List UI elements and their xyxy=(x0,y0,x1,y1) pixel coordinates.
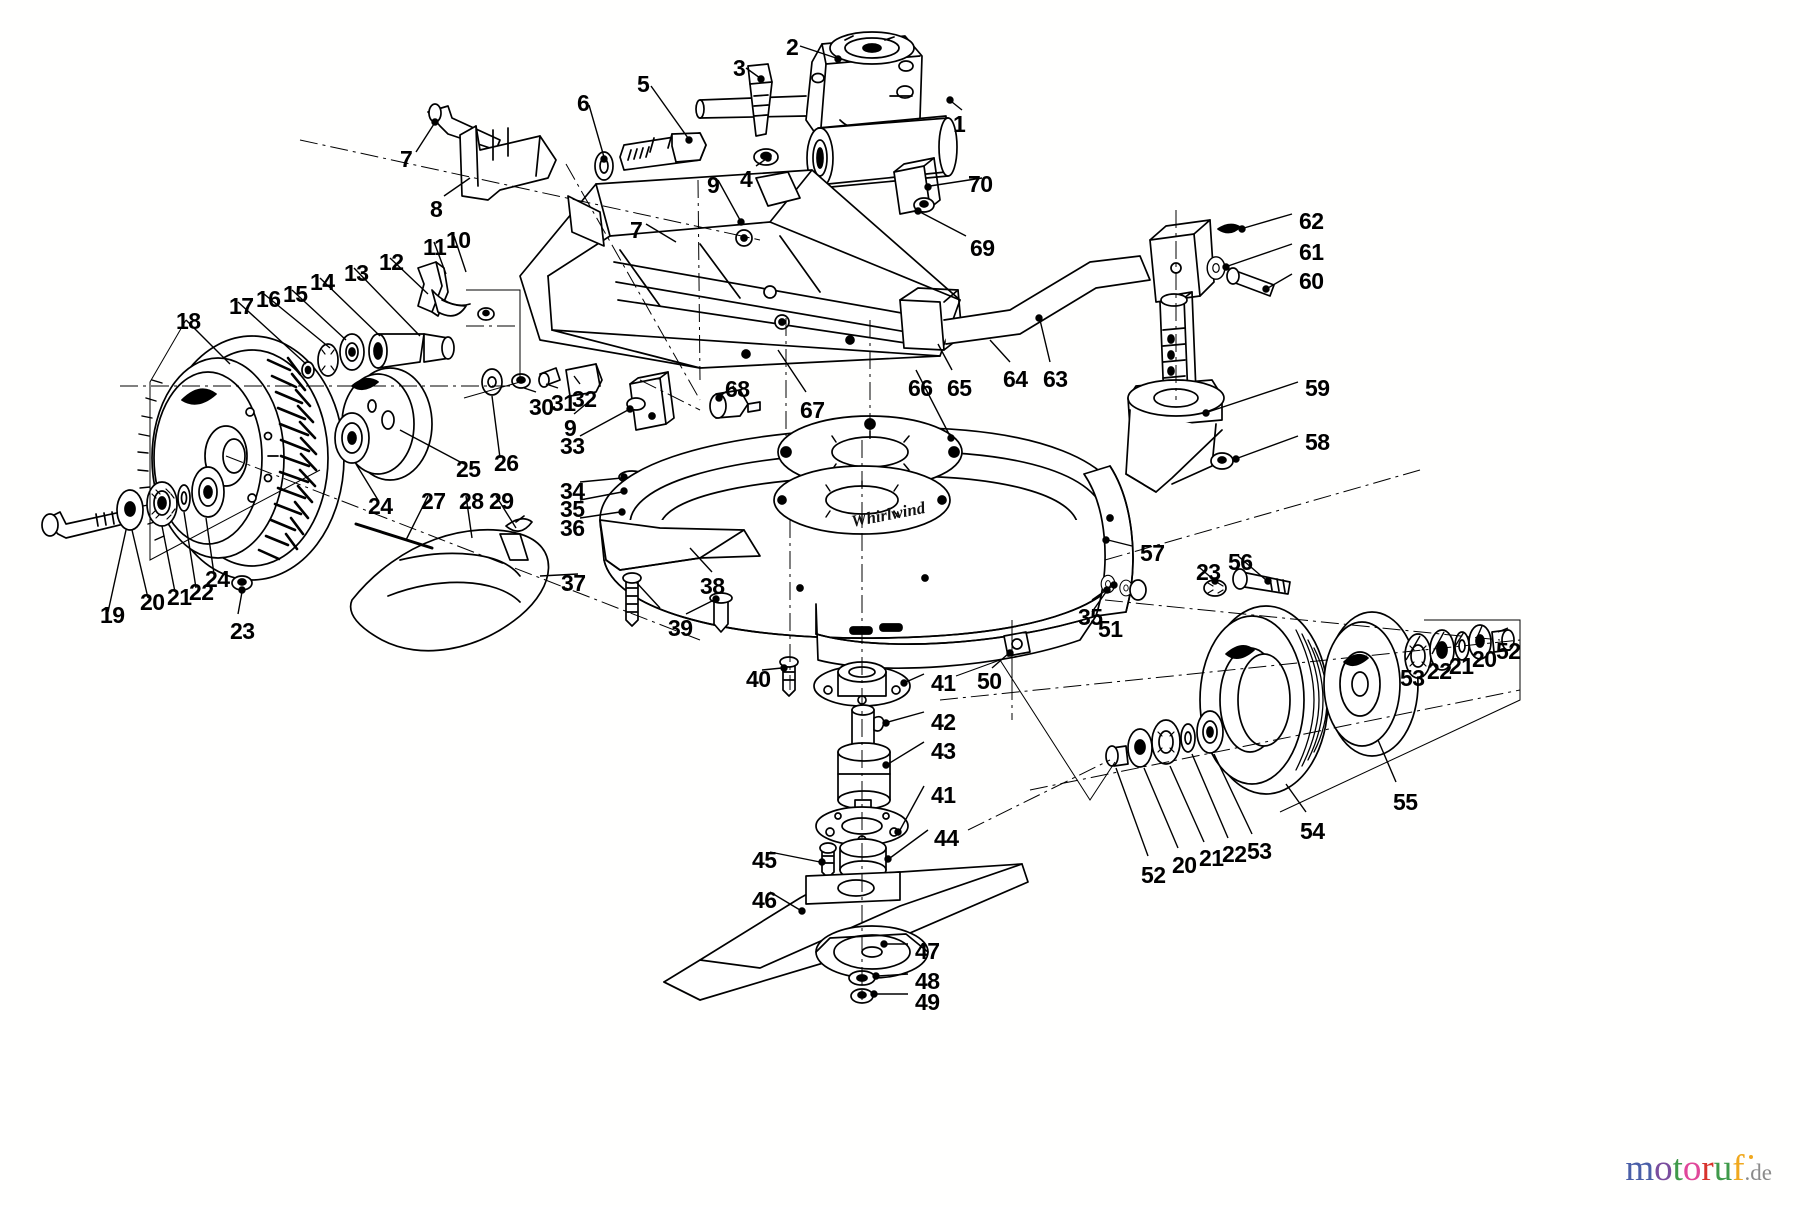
watermark-letter-o1: o xyxy=(1654,1148,1673,1189)
callout-6: 6 xyxy=(577,90,590,116)
callout-38: 38 xyxy=(700,573,725,599)
callout-70: 70 xyxy=(968,171,993,197)
callout-52-lower: 52 xyxy=(1141,862,1166,888)
callout-20-right-upper: 20 xyxy=(1472,646,1497,672)
callout-35: 35 xyxy=(560,496,585,522)
watermark-letter-u: u xyxy=(1713,1148,1733,1189)
callout-59: 59 xyxy=(1305,375,1330,401)
watermark-dot-icon xyxy=(1749,1155,1753,1159)
callout-54: 54 xyxy=(1300,818,1325,844)
callout-24-wheel: 24 xyxy=(205,566,230,592)
callout-47: 47 xyxy=(915,938,940,964)
callout-33: 33 xyxy=(560,433,585,459)
callout-9: 9 xyxy=(707,172,720,198)
callout-58: 58 xyxy=(1305,429,1330,455)
callout-22-right-upper: 22 xyxy=(1427,658,1452,684)
callout-53-lower: 53 xyxy=(1247,838,1272,864)
callout-44: 44 xyxy=(934,825,959,851)
callout-45: 45 xyxy=(752,847,777,873)
callout-69: 69 xyxy=(970,235,995,261)
watermark-letter-t: t xyxy=(1672,1148,1683,1189)
callout-20: 20 xyxy=(140,589,165,615)
callout-7: 7 xyxy=(400,146,413,172)
callout-52: 52 xyxy=(1496,638,1521,664)
callout-24: 24 xyxy=(368,493,393,519)
callout-13: 13 xyxy=(344,260,369,286)
callout-23: 23 xyxy=(230,618,255,644)
callout-64: 64 xyxy=(1003,366,1028,392)
callout-39: 39 xyxy=(668,615,693,641)
callout-48: 48 xyxy=(915,968,940,994)
callout-41-lower: 41 xyxy=(931,782,956,808)
callout-16: 16 xyxy=(256,286,281,312)
callout-34: 34 xyxy=(560,478,585,504)
callout-15: 15 xyxy=(283,281,308,307)
callout-11: 11 xyxy=(423,234,447,260)
callout-43: 43 xyxy=(931,738,956,764)
watermark-motoruf: motoruf.de xyxy=(1625,1150,1772,1187)
callout-31: 31 xyxy=(551,390,576,416)
callout-17: 17 xyxy=(229,293,254,319)
callout-22: 22 xyxy=(189,579,214,605)
callout-26: 26 xyxy=(494,450,519,476)
callout-19: 19 xyxy=(100,602,125,628)
callout-46: 46 xyxy=(752,887,777,913)
callout-35-deck: 35 xyxy=(1078,604,1103,630)
callout-32: 32 xyxy=(572,386,597,412)
callout-21-right-lower: 21 xyxy=(1199,845,1224,871)
callout-60: 60 xyxy=(1299,268,1324,294)
watermark-letter-o2: o xyxy=(1682,1148,1702,1189)
watermark-letter-m: m xyxy=(1625,1148,1655,1189)
callout-22-right-lower: 22 xyxy=(1222,841,1247,867)
callout-20-right-lower: 20 xyxy=(1172,852,1197,878)
callout-21-right-upper: 21 xyxy=(1449,653,1474,679)
callout-50: 50 xyxy=(977,668,1002,694)
callout-51: 51 xyxy=(1098,616,1123,642)
callout-10: 10 xyxy=(446,227,471,253)
callout-28: 28 xyxy=(459,488,484,514)
callout-4: 4 xyxy=(740,166,753,192)
callout-23-deck: 23 xyxy=(1196,559,1221,585)
callout-61: 61 xyxy=(1299,239,1324,265)
callout-30: 30 xyxy=(529,394,554,420)
callout-8: 8 xyxy=(430,196,443,222)
callout-55: 55 xyxy=(1393,789,1418,815)
callout-67: 67 xyxy=(800,397,825,423)
callout-49: 49 xyxy=(915,989,940,1015)
callout-62: 62 xyxy=(1299,208,1324,234)
callout-56: 56 xyxy=(1228,549,1253,575)
watermark-letter-f: f xyxy=(1732,1148,1745,1189)
callout-27: 27 xyxy=(421,488,446,514)
callout-42: 42 xyxy=(931,709,956,735)
callout-9-bracket: 9 xyxy=(564,415,577,441)
callout-18: 18 xyxy=(176,308,201,334)
watermark-suffix: .de xyxy=(1744,1160,1772,1185)
callout-36: 36 xyxy=(560,515,585,541)
callout-12: 12 xyxy=(379,249,404,275)
callout-57: 57 xyxy=(1140,540,1165,566)
callout-37: 37 xyxy=(561,570,586,596)
callout-41: 41 xyxy=(931,670,956,696)
callout-14: 14 xyxy=(310,269,335,295)
callout-63: 63 xyxy=(1043,366,1068,392)
callout-5: 5 xyxy=(637,71,650,97)
watermark-letter-r: r xyxy=(1701,1148,1714,1189)
callout-66: 66 xyxy=(908,375,933,401)
callout-25: 25 xyxy=(456,456,481,482)
callout-7-frame: 7 xyxy=(630,217,643,243)
callout-3: 3 xyxy=(733,55,746,81)
callout-68: 68 xyxy=(725,376,750,402)
callout-65: 65 xyxy=(947,375,972,401)
callout-1: 1 xyxy=(953,111,966,137)
callout-53: 53 xyxy=(1400,665,1425,691)
callout-21: 21 xyxy=(167,584,192,610)
callout-29: 29 xyxy=(489,488,514,514)
callout-2: 2 xyxy=(786,34,799,60)
callout-40: 40 xyxy=(746,666,771,692)
